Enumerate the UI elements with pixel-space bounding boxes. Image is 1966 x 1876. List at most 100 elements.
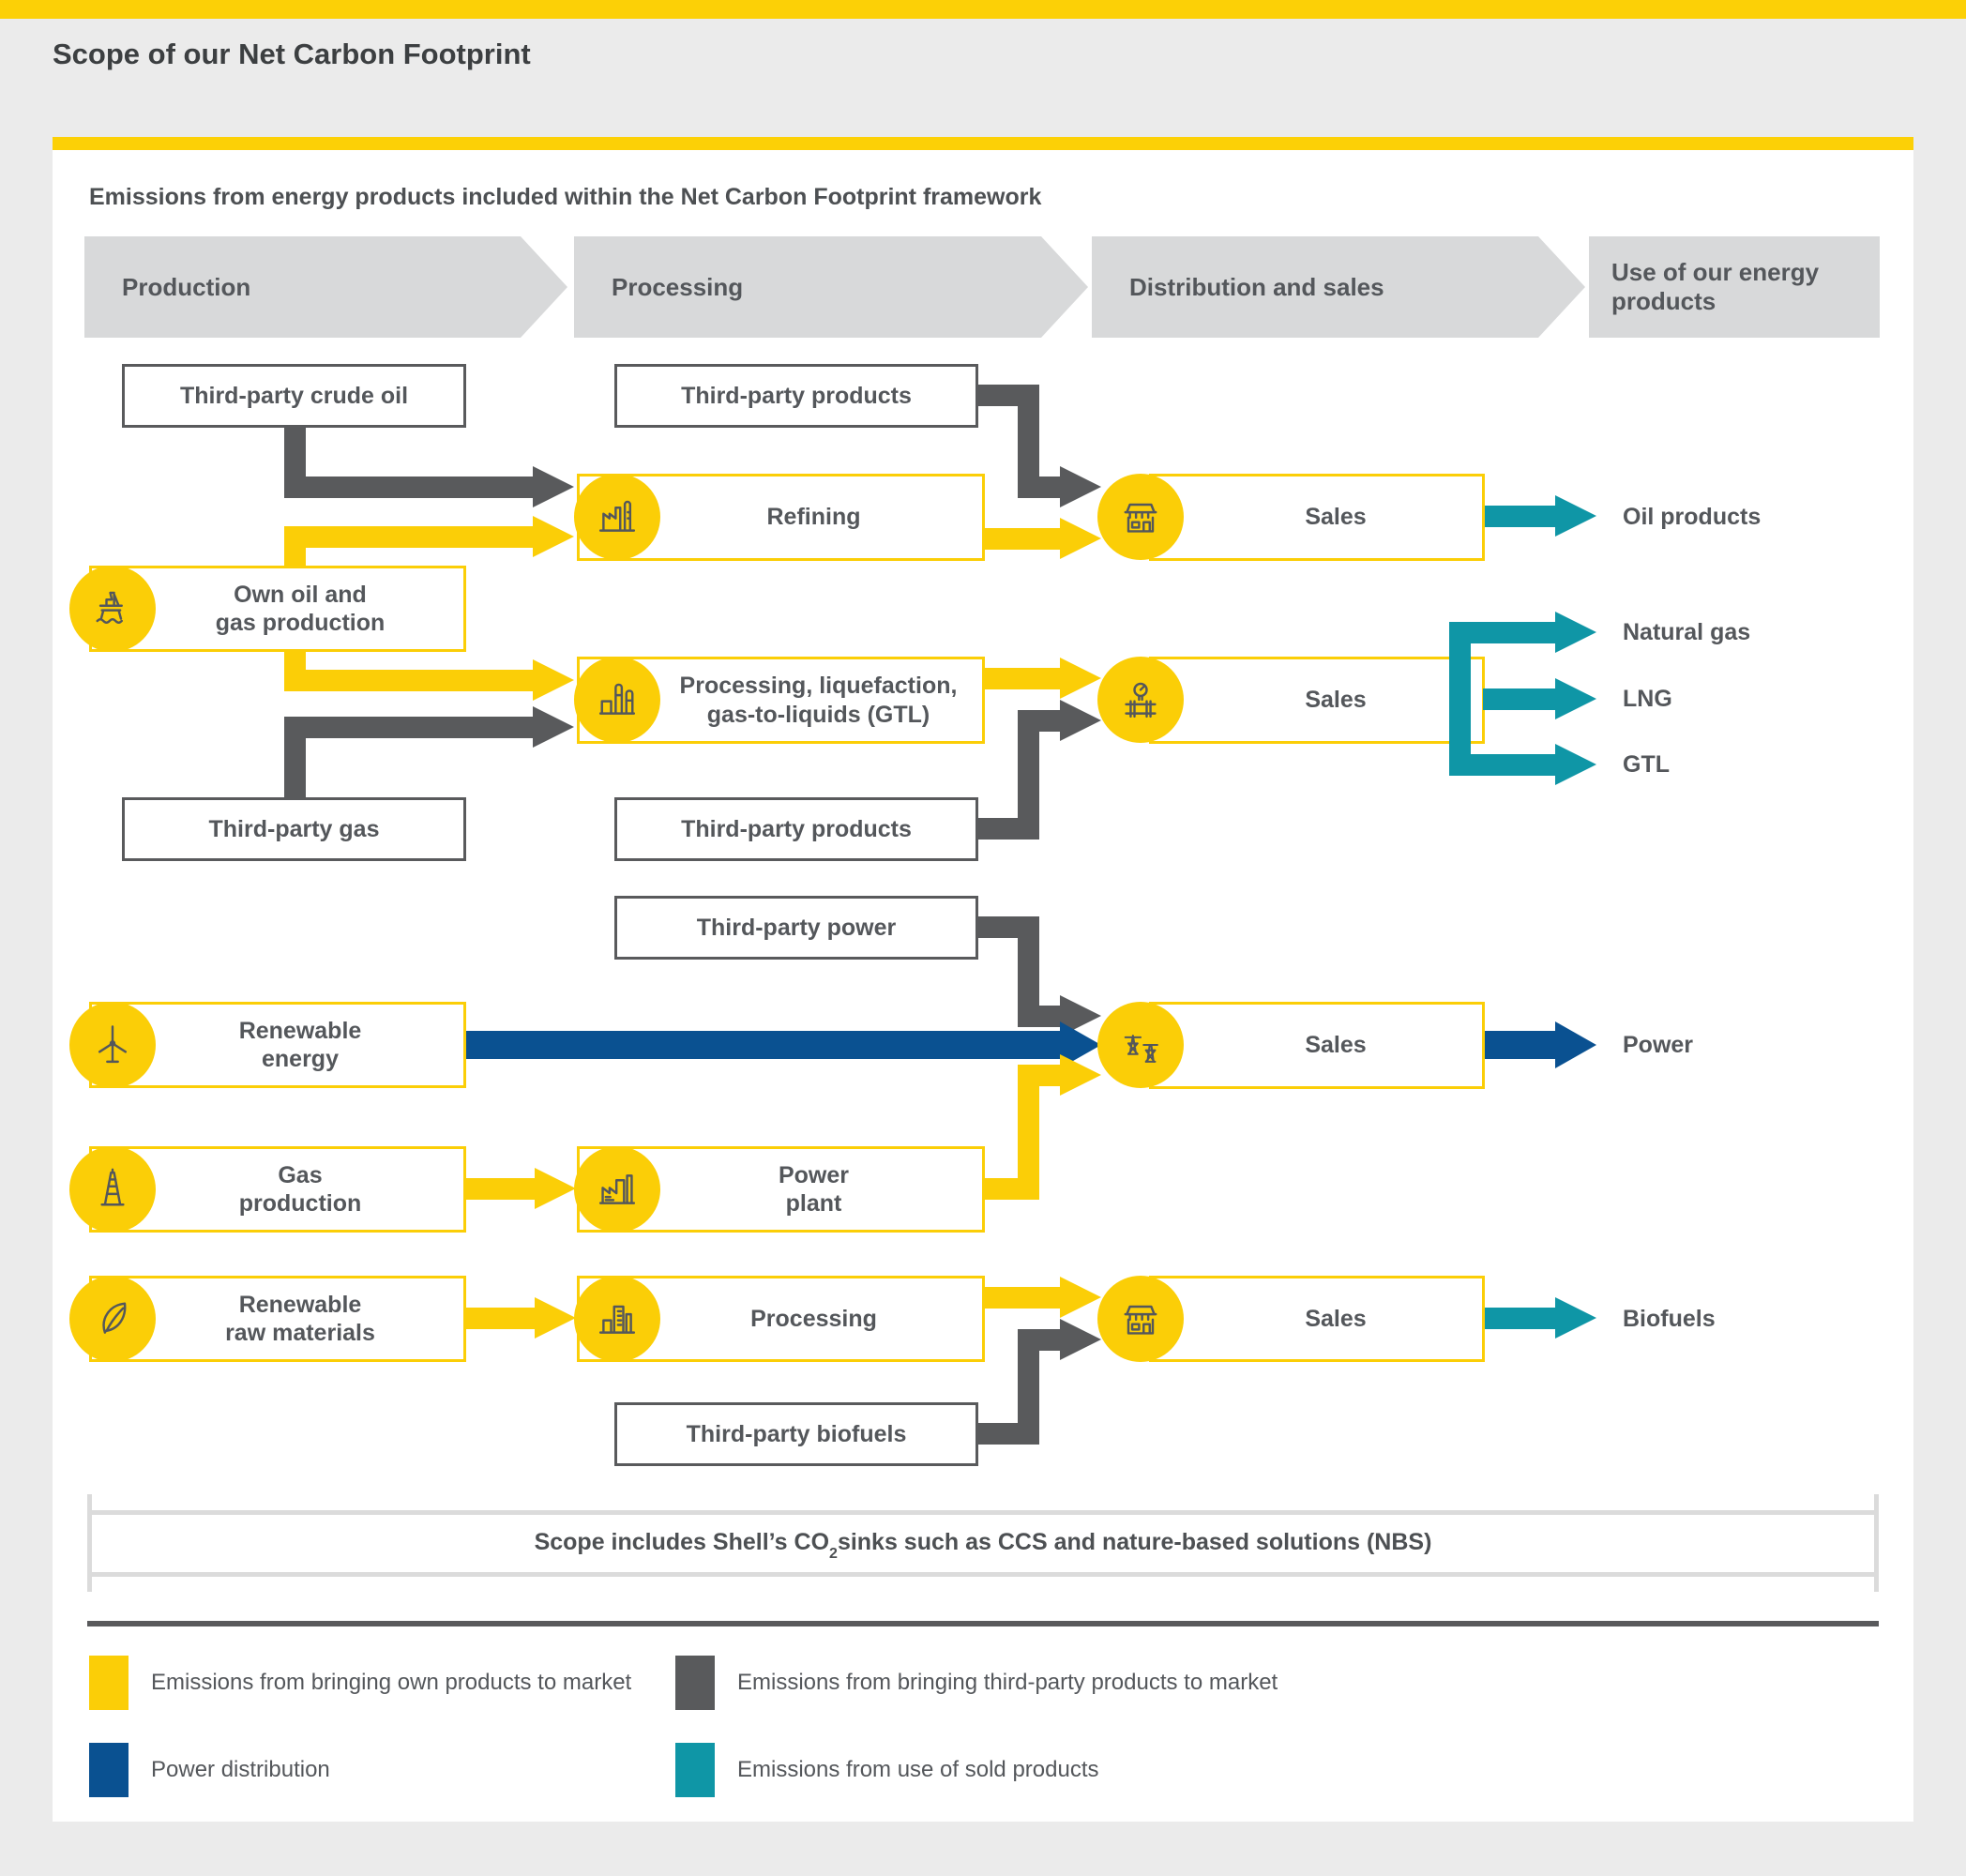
gas-plant-icon	[574, 657, 660, 743]
scope-bar-bottom-line	[87, 1572, 1879, 1577]
pylon-icon	[1097, 1002, 1184, 1088]
node-gas-production-label: Gas production	[238, 1161, 362, 1218]
flow-tpbio-vertical	[1018, 1329, 1039, 1445]
output-gas-vertical	[1449, 622, 1471, 776]
buildings-icon	[574, 1276, 660, 1362]
flow-refining-to-sales-shaft	[983, 528, 1060, 550]
page-title: Scope of our Net Carbon Footprint	[53, 38, 531, 70]
refinery-icon	[574, 474, 660, 560]
wind-turbine-icon	[69, 1002, 156, 1088]
node-sales-gas-label: Sales	[1305, 687, 1367, 714]
output-lng-shaft	[1483, 688, 1555, 710]
diagram-subtitle: Emissions from energy products included …	[89, 184, 1042, 210]
output-lng-arrowhead	[1555, 678, 1596, 719]
output-natural-gas-arrowhead	[1555, 612, 1596, 653]
flow-processing-to-salesbio-arrowhead	[1060, 1277, 1101, 1318]
node-third-party-products-oil: Third-party products	[614, 364, 978, 428]
storefront-icon	[1097, 474, 1184, 560]
flow-tpgas-to-gtl-arrowhead	[533, 706, 574, 748]
flow-tpbio-arrowhead	[1060, 1319, 1101, 1360]
node-processing-biofuels-label: Processing	[750, 1305, 877, 1332]
output-label-biofuels: Biofuels	[1623, 1305, 1716, 1332]
node-renewable-raw-materials-label: Renewable raw materials	[225, 1291, 375, 1347]
flow-own-to-gtl-arrowhead	[533, 659, 574, 701]
flow-refining-to-sales-arrowhead	[1060, 518, 1101, 559]
flow-gasprod-to-plant-arrowhead	[535, 1168, 576, 1209]
stage-processing: Processing	[574, 236, 1088, 338]
factory-icon	[574, 1146, 660, 1233]
legend-swatch-teal	[675, 1743, 715, 1797]
flow-crude-to-refining-arrowhead	[533, 466, 574, 507]
output-label-oil-products: Oil products	[1623, 503, 1762, 530]
flow-gtl-to-sales-arrowhead	[1060, 658, 1101, 699]
node-sales-power: Sales	[1149, 1002, 1485, 1089]
output-power-shaft	[1483, 1031, 1555, 1059]
flow-tpbio-shaft	[1018, 1329, 1060, 1351]
output-gtl-shaft	[1449, 754, 1555, 776]
derrick-icon	[69, 1146, 156, 1233]
node-third-party-products-gas: Third-party products	[614, 797, 978, 861]
output-power-arrowhead	[1555, 1021, 1596, 1068]
output-label-gtl: GTL	[1623, 750, 1670, 778]
node-sales-biofuels: Sales	[1149, 1276, 1485, 1362]
node-third-party-gas: Third-party gas	[122, 797, 466, 861]
flow-tpp-gas-arrowhead	[1060, 700, 1101, 741]
legend-label-sold-products: Emissions from use of sold products	[737, 1757, 1099, 1782]
legend-label-power-distribution: Power distribution	[151, 1757, 330, 1782]
legend-swatch-yellow	[89, 1656, 129, 1710]
scope-bar-right-cap	[1874, 1494, 1879, 1592]
legend-swatch-gray	[675, 1656, 715, 1710]
flow-powerplant-arrowhead	[1060, 1054, 1101, 1096]
flow-tpp-oil-vertical	[1018, 385, 1039, 498]
legend-item-own-products: Emissions from bringing own products to …	[89, 1656, 631, 1710]
flow-tppower-vertical	[1018, 916, 1039, 1027]
legend-swatch-blue	[89, 1743, 129, 1797]
scope-bar-left-cap	[87, 1494, 92, 1592]
oil-platform-icon	[69, 566, 156, 652]
scope-note-text-tail: sinks such as CCS and nature-based solut…	[837, 1528, 1432, 1555]
node-power-plant-label: Power plant	[778, 1161, 850, 1218]
flow-tpp-gas-shaft	[1018, 710, 1060, 732]
node-sales-power-label: Sales	[1305, 1032, 1367, 1059]
leaf-icon	[69, 1276, 156, 1362]
output-biofuels-arrowhead	[1555, 1297, 1596, 1339]
stage-use-of-energy-products: Use of our energy products	[1589, 236, 1880, 338]
legend-item-power-distribution: Power distribution	[89, 1743, 330, 1797]
flow-renewable-to-sales-shaft	[464, 1031, 1060, 1059]
flow-rawmat-to-processing-shaft	[464, 1308, 535, 1329]
flow-own-to-refining-shaft	[284, 526, 533, 548]
output-oil-products-shaft	[1483, 506, 1555, 527]
legend-item-third-party: Emissions from bringing third-party prod…	[675, 1656, 1278, 1710]
node-third-party-crude-oil: Third-party crude oil	[122, 364, 466, 428]
flow-gtl-to-sales-shaft	[983, 668, 1060, 689]
node-renewable-energy-label: Renewable energy	[238, 1017, 362, 1073]
node-sales-gas: Sales	[1149, 657, 1485, 744]
output-natural-gas-shaft	[1449, 622, 1555, 643]
output-biofuels-shaft	[1483, 1308, 1555, 1329]
title-rule	[53, 137, 1913, 150]
output-oil-products-arrowhead	[1555, 495, 1596, 537]
stage-distribution-sales: Distribution and sales	[1092, 236, 1585, 338]
flow-own-to-refining-arrowhead	[533, 516, 574, 557]
scope-bar-top-line	[87, 1510, 1879, 1515]
legend-label-third-party: Emissions from bringing third-party prod…	[737, 1670, 1278, 1695]
output-label-natural-gas: Natural gas	[1623, 618, 1751, 645]
flow-crude-to-refining-shaft	[284, 477, 533, 498]
stage-production: Production	[84, 236, 567, 338]
node-third-party-biofuels: Third-party biofuels	[614, 1402, 978, 1466]
storefront-icon	[1097, 1276, 1184, 1362]
flow-own-to-gtl-shaft	[284, 670, 533, 691]
flow-tppower-shaft	[1018, 1006, 1060, 1027]
pipeline-gauge-icon	[1097, 657, 1184, 743]
node-sales-oil: Sales	[1149, 474, 1485, 561]
scope-note-subscript: 2	[829, 1546, 838, 1562]
flow-tpp-oil-arrowhead	[1060, 466, 1101, 507]
flow-gasprod-to-plant-shaft	[464, 1178, 535, 1200]
flow-processing-to-salesbio-shaft	[983, 1287, 1060, 1309]
diagram-panel	[53, 150, 1913, 1822]
node-own-oil-gas-label: Own oil and gas production	[215, 581, 386, 637]
flow-powerplant-vertical	[1018, 1065, 1039, 1200]
node-refining-label: Refining	[766, 504, 861, 531]
